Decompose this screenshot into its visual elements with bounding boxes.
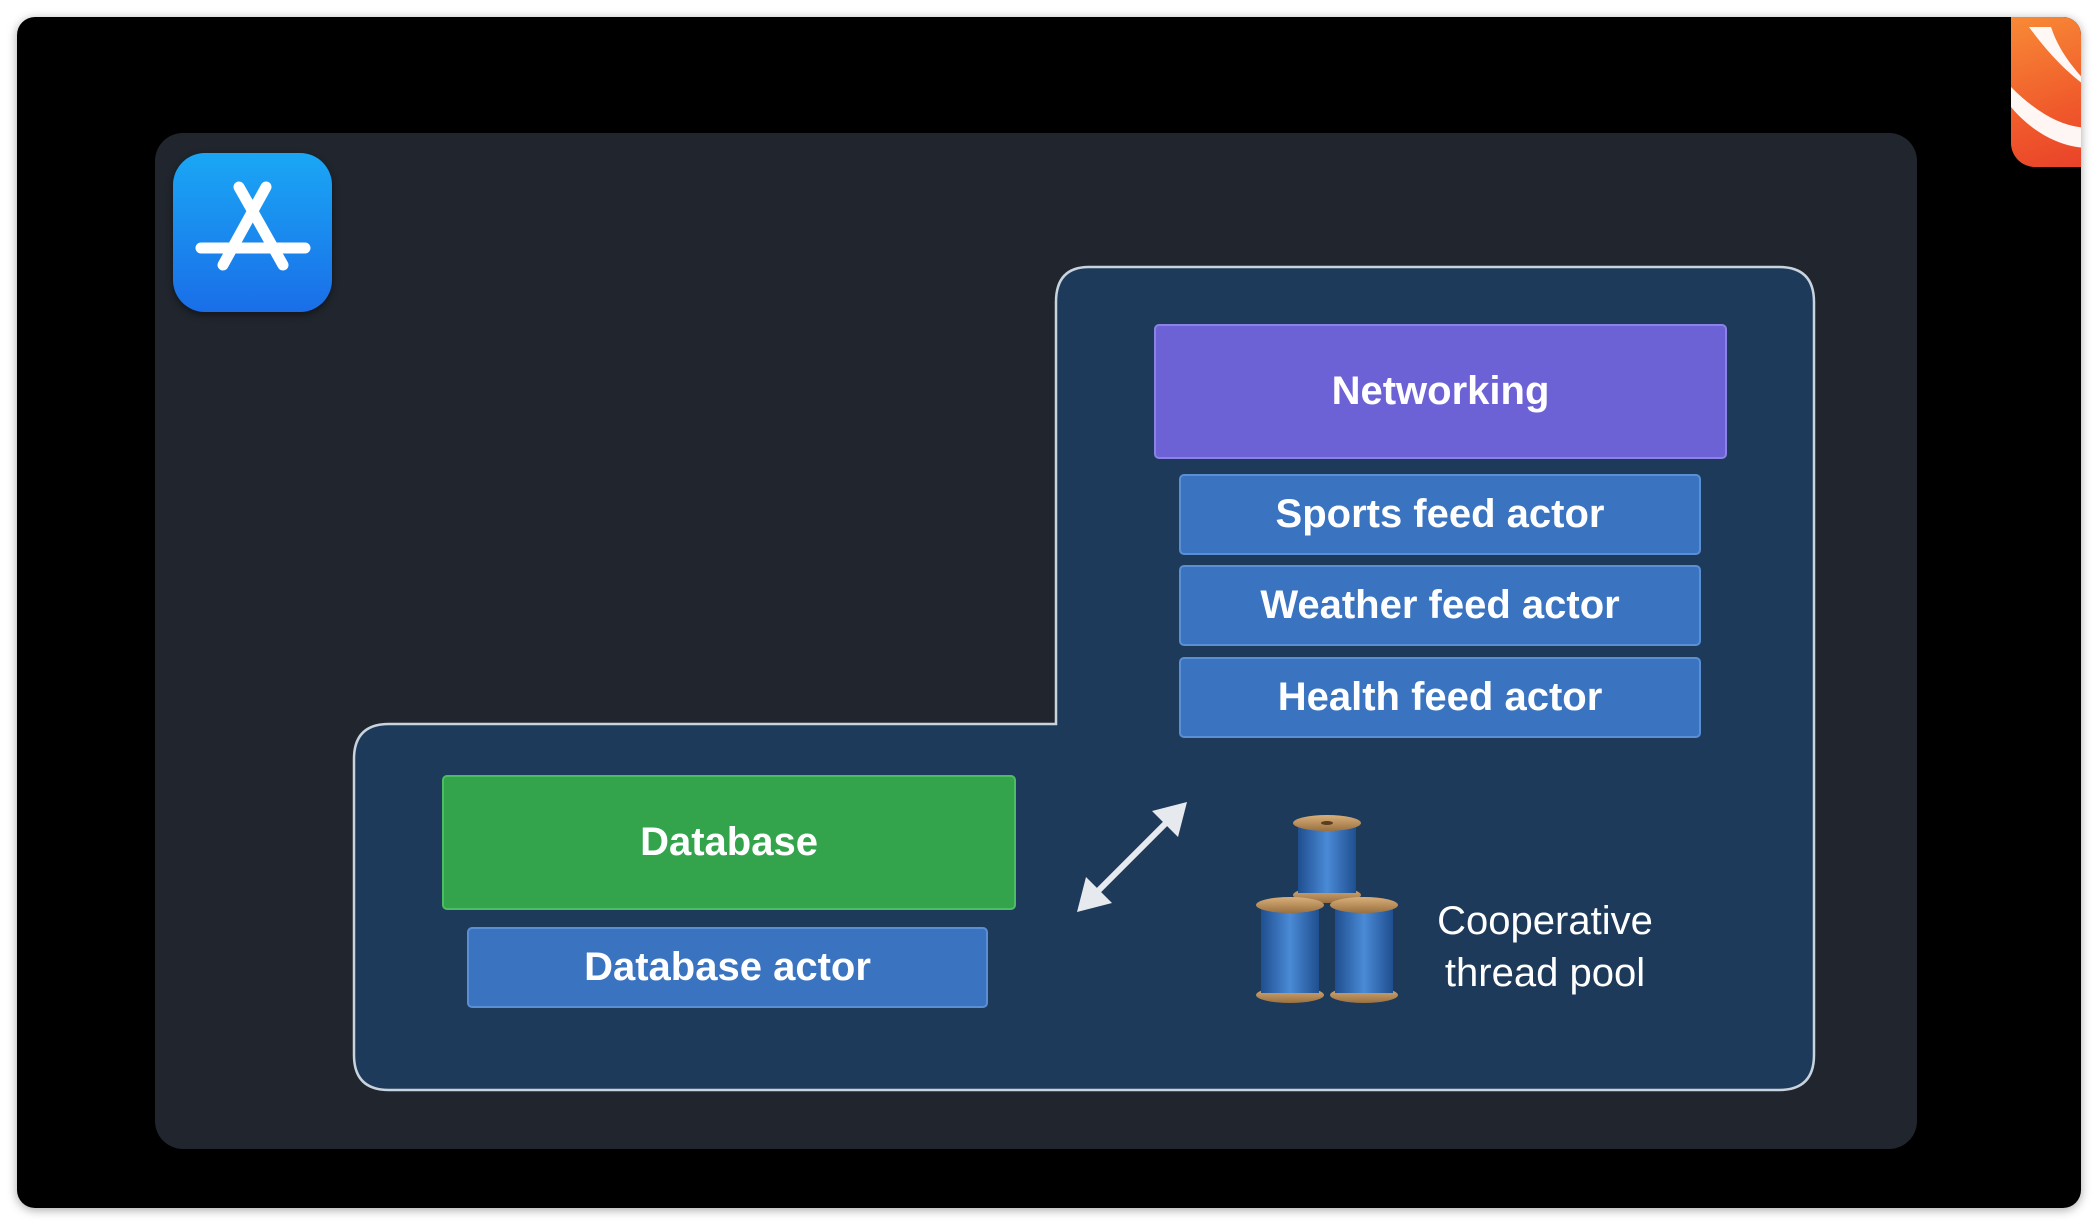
weather-feed-actor-label: Weather feed actor: [1260, 583, 1620, 627]
sports-feed-actor: Sports feed actor: [1179, 474, 1701, 555]
thread-pool-label: Cooperative thread pool: [1415, 895, 1675, 999]
video-frame: Networking Sports feed actor Weather fee…: [17, 17, 2081, 1208]
sports-feed-actor-label: Sports feed actor: [1275, 492, 1605, 536]
networking-label: Networking: [1331, 369, 1550, 413]
networking-box: Networking: [1154, 324, 1727, 459]
database-box: Database: [442, 775, 1016, 910]
database-actor-label: Database actor: [584, 945, 871, 989]
app-store-icon: [173, 153, 332, 312]
bidirectional-arrow-icon: [1077, 802, 1187, 912]
thread-pool-label-line1: Cooperative: [1437, 899, 1653, 943]
weather-feed-actor: Weather feed actor: [1179, 565, 1701, 646]
thread-spools-icon: [1256, 815, 1398, 1003]
database-label: Database: [640, 820, 818, 864]
database-actor: Database actor: [467, 927, 988, 1008]
health-feed-actor-label: Health feed actor: [1277, 675, 1603, 719]
health-feed-actor: Health feed actor: [1179, 657, 1701, 738]
thread-pool-label-line2: thread pool: [1444, 951, 1646, 995]
swift-logo-icon: [2011, 17, 2081, 167]
actor-region: [352, 265, 1816, 1092]
